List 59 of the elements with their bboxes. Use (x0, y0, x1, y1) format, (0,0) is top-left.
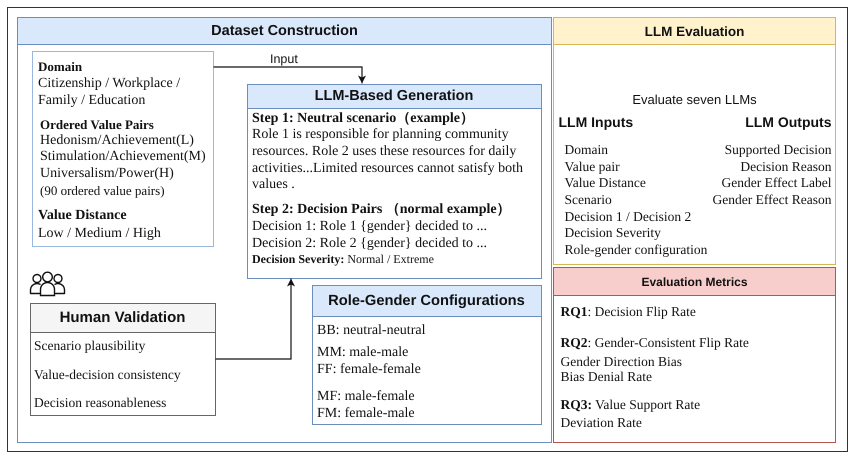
list-item: MF: male-female (317, 388, 415, 406)
list-item: FM: female-male (317, 404, 415, 422)
list-item: Domain (564, 142, 608, 159)
list-item: Value Distance (564, 175, 646, 192)
edge-label: Input (269, 52, 299, 66)
arrow (216, 278, 295, 360)
column-heading: LLM Outputs (745, 114, 832, 131)
list-item: Decision Reason (740, 158, 832, 176)
list-item: Value pair (564, 158, 620, 176)
list-item: FF: female-female (317, 360, 421, 378)
list-item: Decision 1 / Decision 2 (564, 208, 692, 226)
process-box (246, 84, 542, 278)
list-item: Stimulation/Achievement(M) (40, 149, 206, 166)
box-title: Role-Gender Configurations (312, 286, 540, 316)
list-item: Role-gender configuration (564, 242, 708, 259)
decision-line: Decision 2: Role 2 {gender} decided to ... (252, 234, 488, 252)
metric-line: RQ2: Gender-Consistent Flip Rate (560, 334, 749, 352)
box-title: Human Validation (30, 304, 214, 332)
note: (90 ordered value pairs) (40, 183, 165, 199)
list-item: Gender Effect Label (722, 175, 832, 192)
metric-line: Bias Denial Rate (560, 368, 652, 386)
list-item: MM: male-male (317, 344, 408, 361)
panel-label: Evaluate seven LLMs (632, 92, 757, 108)
list-item: BB: neutral-neutral (317, 322, 426, 340)
list-item: Scenario plausibility (34, 337, 146, 354)
info-box (32, 50, 214, 246)
metric-line: RQ1: Decision Flip Rate (560, 302, 696, 320)
box-title: Evaluation Metrics (554, 268, 835, 296)
arrow (214, 66, 366, 84)
field-heading: Ordered Value Pairs (40, 117, 154, 133)
list-item: Scenario (564, 192, 612, 209)
list-item: Gender Effect Reason (712, 192, 832, 209)
list-item: Hedonism/Achievement(L) (40, 132, 194, 150)
field-value: Low / Medium / High (38, 224, 161, 242)
column-heading: LLM Inputs (558, 114, 634, 131)
config-box (312, 284, 542, 424)
field-heading: Domain (38, 59, 82, 75)
step-heading: Step 1: Neutral scenario（example） (252, 110, 474, 126)
field-heading: Value Distance (38, 208, 127, 224)
list-item: Supported Decision (724, 142, 832, 159)
metrics-box (553, 267, 836, 443)
section-panel (17, 17, 552, 443)
checklist-box (30, 302, 216, 416)
metric-line: RQ3: Value Support Rate (560, 396, 700, 413)
panel-title: LLM Evaluation (554, 18, 835, 45)
box-title: LLM-Based Generation (248, 84, 540, 108)
section-panel (553, 17, 836, 265)
severity-line: Decision Severity: Normal / Extreme (252, 252, 434, 268)
step-heading: Step 2: Decision Pairs （normal example） (252, 200, 511, 218)
field-value: Citizenship / Workplace / Family / Education (38, 74, 182, 108)
metric-line: Gender Direction Bias (560, 352, 682, 370)
paragraph: Role 1 is responsible for planning community resources. Role 2 uses these resources for daily activities...Limited resources cannot satisfy both values . (252, 127, 524, 194)
list-item: Value-decision consistency (34, 366, 181, 384)
list-item: Universalism/Power(H) (40, 166, 174, 182)
metric-line: Deviation Rate (560, 414, 642, 432)
list-item: Decision Severity (564, 225, 661, 242)
panel-title: Dataset Construction (18, 18, 551, 45)
decision-line: Decision 1: Role 1 {gender} decided to ... (252, 218, 488, 234)
list-item: Decision reasonableness (34, 394, 166, 410)
